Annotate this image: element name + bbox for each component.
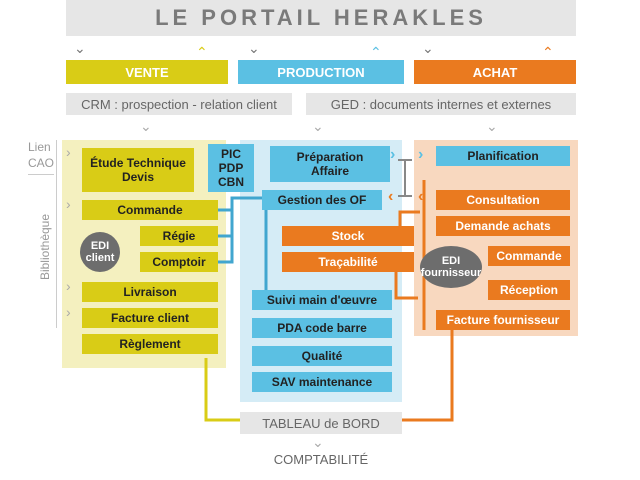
planification[interactable]: Planification xyxy=(436,146,570,166)
side-divider xyxy=(28,174,54,175)
tracabilite[interactable]: Traçabilité xyxy=(282,252,414,272)
suivi-main-oeuvre[interactable]: Suivi main d'œuvre xyxy=(252,290,392,310)
chevron-up-icon: ⌃ xyxy=(196,44,208,60)
pda-code-barre[interactable]: PDA code barre xyxy=(252,318,392,338)
page-title: LE PORTAIL HERAKLES xyxy=(66,0,576,36)
achat-commande[interactable]: Commande xyxy=(488,246,570,266)
chevron-right-icon: › xyxy=(66,304,71,320)
vente-facture-client[interactable]: Facture client xyxy=(82,308,218,328)
chevron-right-icon: › xyxy=(66,144,71,160)
facture-fournisseur[interactable]: Facture fournisseur xyxy=(436,310,570,330)
stock[interactable]: Stock xyxy=(282,226,414,246)
ged-bar: GED : documents internes et externes xyxy=(306,93,576,115)
column-production: PRODUCTION xyxy=(238,60,404,84)
tableau-de-bord: TABLEAU de BORD xyxy=(240,412,402,434)
side-bibliotheque: Bibliothèque xyxy=(38,213,52,281)
achat-panel xyxy=(414,140,578,336)
chevron-down-icon: ⌄ xyxy=(312,434,324,450)
side-rule xyxy=(56,140,57,328)
preparation-affaire[interactable]: Préparation Affaire xyxy=(270,146,390,182)
side-lien: Lien xyxy=(28,140,51,154)
vente-comptoir[interactable]: Comptoir xyxy=(140,252,218,272)
chevron-right-icon: › xyxy=(390,146,396,163)
chevron-down-icon: ⌄ xyxy=(312,118,324,134)
gestion-des-of[interactable]: Gestion des OF xyxy=(262,190,382,210)
chevron-up-icon: ⌃ xyxy=(370,44,382,60)
edi-fournisseur[interactable]: EDI fournisseur xyxy=(420,246,482,288)
consultation[interactable]: Consultation xyxy=(436,190,570,210)
demande-achats[interactable]: Demande achats xyxy=(436,216,570,236)
column-achat: ACHAT xyxy=(414,60,576,84)
edi-client[interactable]: EDI client xyxy=(80,232,120,272)
chevron-right-icon: › xyxy=(66,278,71,294)
chevron-left-icon: ‹ xyxy=(418,188,424,205)
chevron-right-icon: › xyxy=(418,146,424,163)
chevron-down-icon: ⌄ xyxy=(422,40,434,56)
etude-technique-devis[interactable]: Étude Technique Devis xyxy=(82,148,194,192)
chevron-down-icon: ⌄ xyxy=(486,118,498,134)
chevron-down-icon: ⌄ xyxy=(74,40,86,56)
chevron-down-icon: ⌄ xyxy=(248,40,260,56)
comptabilite: COMPTABILITÉ xyxy=(273,452,369,467)
chevron-left-icon: ‹ xyxy=(388,188,394,205)
crm-bar: CRM : prospection - relation client xyxy=(66,93,292,115)
vente-reglement[interactable]: Règlement xyxy=(82,334,218,354)
sav-maintenance[interactable]: SAV maintenance xyxy=(252,372,392,392)
pic-pdp-cbn[interactable]: PIC PDP CBN xyxy=(208,144,254,192)
chevron-up-icon: ⌃ xyxy=(542,44,554,60)
vente-livraison[interactable]: Livraison xyxy=(82,282,218,302)
achat-reception[interactable]: Réception xyxy=(488,280,570,300)
chevron-right-icon: › xyxy=(66,196,71,212)
chevron-down-icon: ⌄ xyxy=(140,118,152,134)
vente-commande[interactable]: Commande xyxy=(82,200,218,220)
side-cao: CAO xyxy=(28,156,55,170)
column-vente: VENTE xyxy=(66,60,228,84)
qualite[interactable]: Qualité xyxy=(252,346,392,366)
vente-regie[interactable]: Régie xyxy=(140,226,218,246)
